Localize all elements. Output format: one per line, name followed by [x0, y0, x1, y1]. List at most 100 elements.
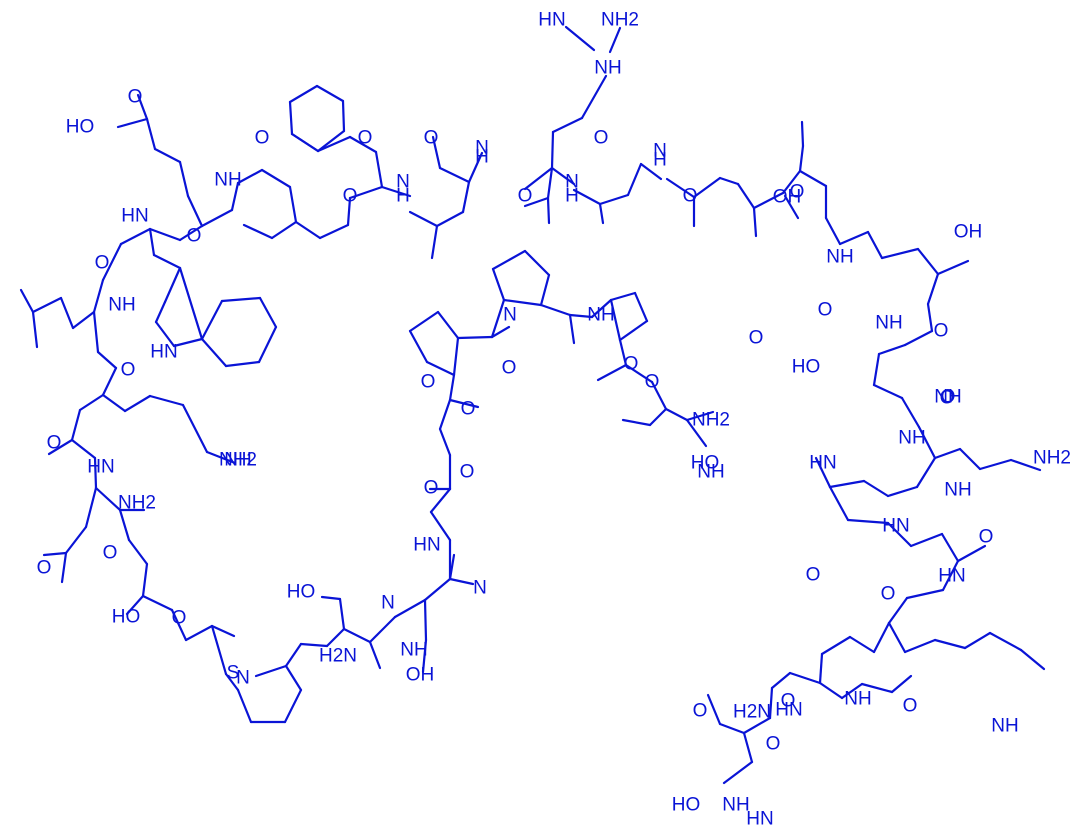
bond-line	[425, 360, 456, 377]
atom-label: O	[806, 565, 821, 586]
bond-line	[664, 407, 689, 422]
bond-line	[580, 74, 608, 120]
bond-line	[490, 298, 506, 339]
bond-line	[119, 227, 152, 246]
bond-line	[814, 456, 832, 489]
bond-line	[846, 518, 890, 525]
bond-line	[78, 393, 105, 412]
bond-line	[368, 615, 397, 644]
bond-line	[92, 278, 105, 314]
atom-label: O	[818, 300, 833, 321]
bond-line	[1009, 458, 1042, 472]
atom-label: HO	[691, 453, 720, 474]
atom-label: O	[343, 186, 358, 207]
bond-line	[101, 366, 118, 397]
bond-line	[956, 544, 987, 563]
atom-label: O	[47, 433, 62, 454]
bond-line	[408, 310, 440, 333]
bond-line	[70, 438, 97, 460]
bond-line	[254, 664, 288, 678]
bond-line	[294, 220, 322, 240]
atom-label: OH	[406, 665, 435, 686]
bond-line	[154, 300, 167, 324]
bond-line	[178, 224, 204, 242]
bond-line	[184, 624, 214, 642]
bond-line	[431, 135, 442, 170]
bond-line	[348, 135, 378, 154]
bond-line	[909, 532, 944, 548]
bond-line	[828, 485, 850, 522]
bond-line	[917, 425, 937, 460]
bond-line	[438, 166, 471, 184]
bond-line	[752, 206, 758, 238]
bond-line	[848, 635, 876, 654]
atom-label: O	[979, 527, 994, 548]
bond-line	[860, 682, 894, 694]
bond-line	[941, 559, 960, 592]
bond-line	[31, 310, 39, 349]
bond-line	[257, 325, 278, 364]
bond-line	[438, 398, 452, 431]
bond-line	[886, 521, 913, 548]
bond-line	[523, 166, 554, 191]
bond-line	[47, 438, 74, 456]
atom-label: O	[172, 608, 187, 629]
atom-label: OH	[773, 187, 802, 208]
bond-line	[539, 303, 572, 317]
atom-label: O	[749, 328, 764, 349]
bond-line	[718, 722, 746, 735]
bond-line	[800, 120, 805, 148]
bond-line	[933, 638, 967, 650]
bond-line	[915, 456, 937, 489]
bond-line	[178, 266, 204, 341]
bond-line	[596, 363, 628, 382]
bond-line	[284, 642, 303, 668]
bond-line	[598, 193, 630, 206]
bond-line	[568, 313, 594, 319]
bond-line	[101, 242, 123, 282]
bond-line	[430, 224, 439, 260]
bond-line	[258, 296, 278, 329]
bond-line	[872, 352, 881, 387]
atom-label: HO	[287, 582, 316, 603]
atom-label: HO	[792, 357, 821, 378]
atom-label: NH2	[601, 10, 639, 31]
bond-line	[916, 247, 940, 276]
atom-label: O	[103, 543, 118, 564]
bond-line	[872, 621, 891, 654]
atom-label: NH	[587, 305, 614, 326]
atom-label: NH	[934, 387, 961, 408]
atom-label: O	[881, 584, 896, 605]
bond-line	[435, 210, 465, 228]
bond-line	[152, 253, 182, 270]
atom-label: NH	[844, 689, 871, 710]
atom-label: N	[396, 172, 410, 193]
bond-line	[828, 479, 866, 489]
bond-line	[118, 508, 131, 542]
atom-label: H	[475, 147, 489, 168]
bond-lines	[19, 25, 1046, 785]
bond-line	[96, 350, 118, 370]
bond-line	[838, 230, 870, 246]
bond-line	[958, 447, 982, 471]
bond-line	[148, 227, 182, 242]
bond-line	[887, 596, 909, 625]
bond-line	[618, 338, 628, 367]
bond-line	[163, 266, 182, 304]
atom-label: NH2	[219, 450, 257, 471]
bond-line	[210, 624, 236, 638]
bond-line	[42, 551, 68, 557]
atom-label: NH	[594, 58, 621, 79]
atom-label: O	[460, 462, 475, 483]
atom-label: N	[565, 172, 579, 193]
atom-label: O	[518, 186, 533, 207]
bond-line	[742, 716, 772, 735]
bond-line	[736, 182, 756, 210]
atom-label: O	[781, 691, 796, 712]
bond-line	[288, 100, 294, 136]
bond-line	[421, 638, 428, 674]
bond-line	[368, 640, 382, 670]
bond-line	[148, 394, 185, 407]
bond-line	[608, 26, 622, 54]
bond-line	[568, 313, 576, 345]
